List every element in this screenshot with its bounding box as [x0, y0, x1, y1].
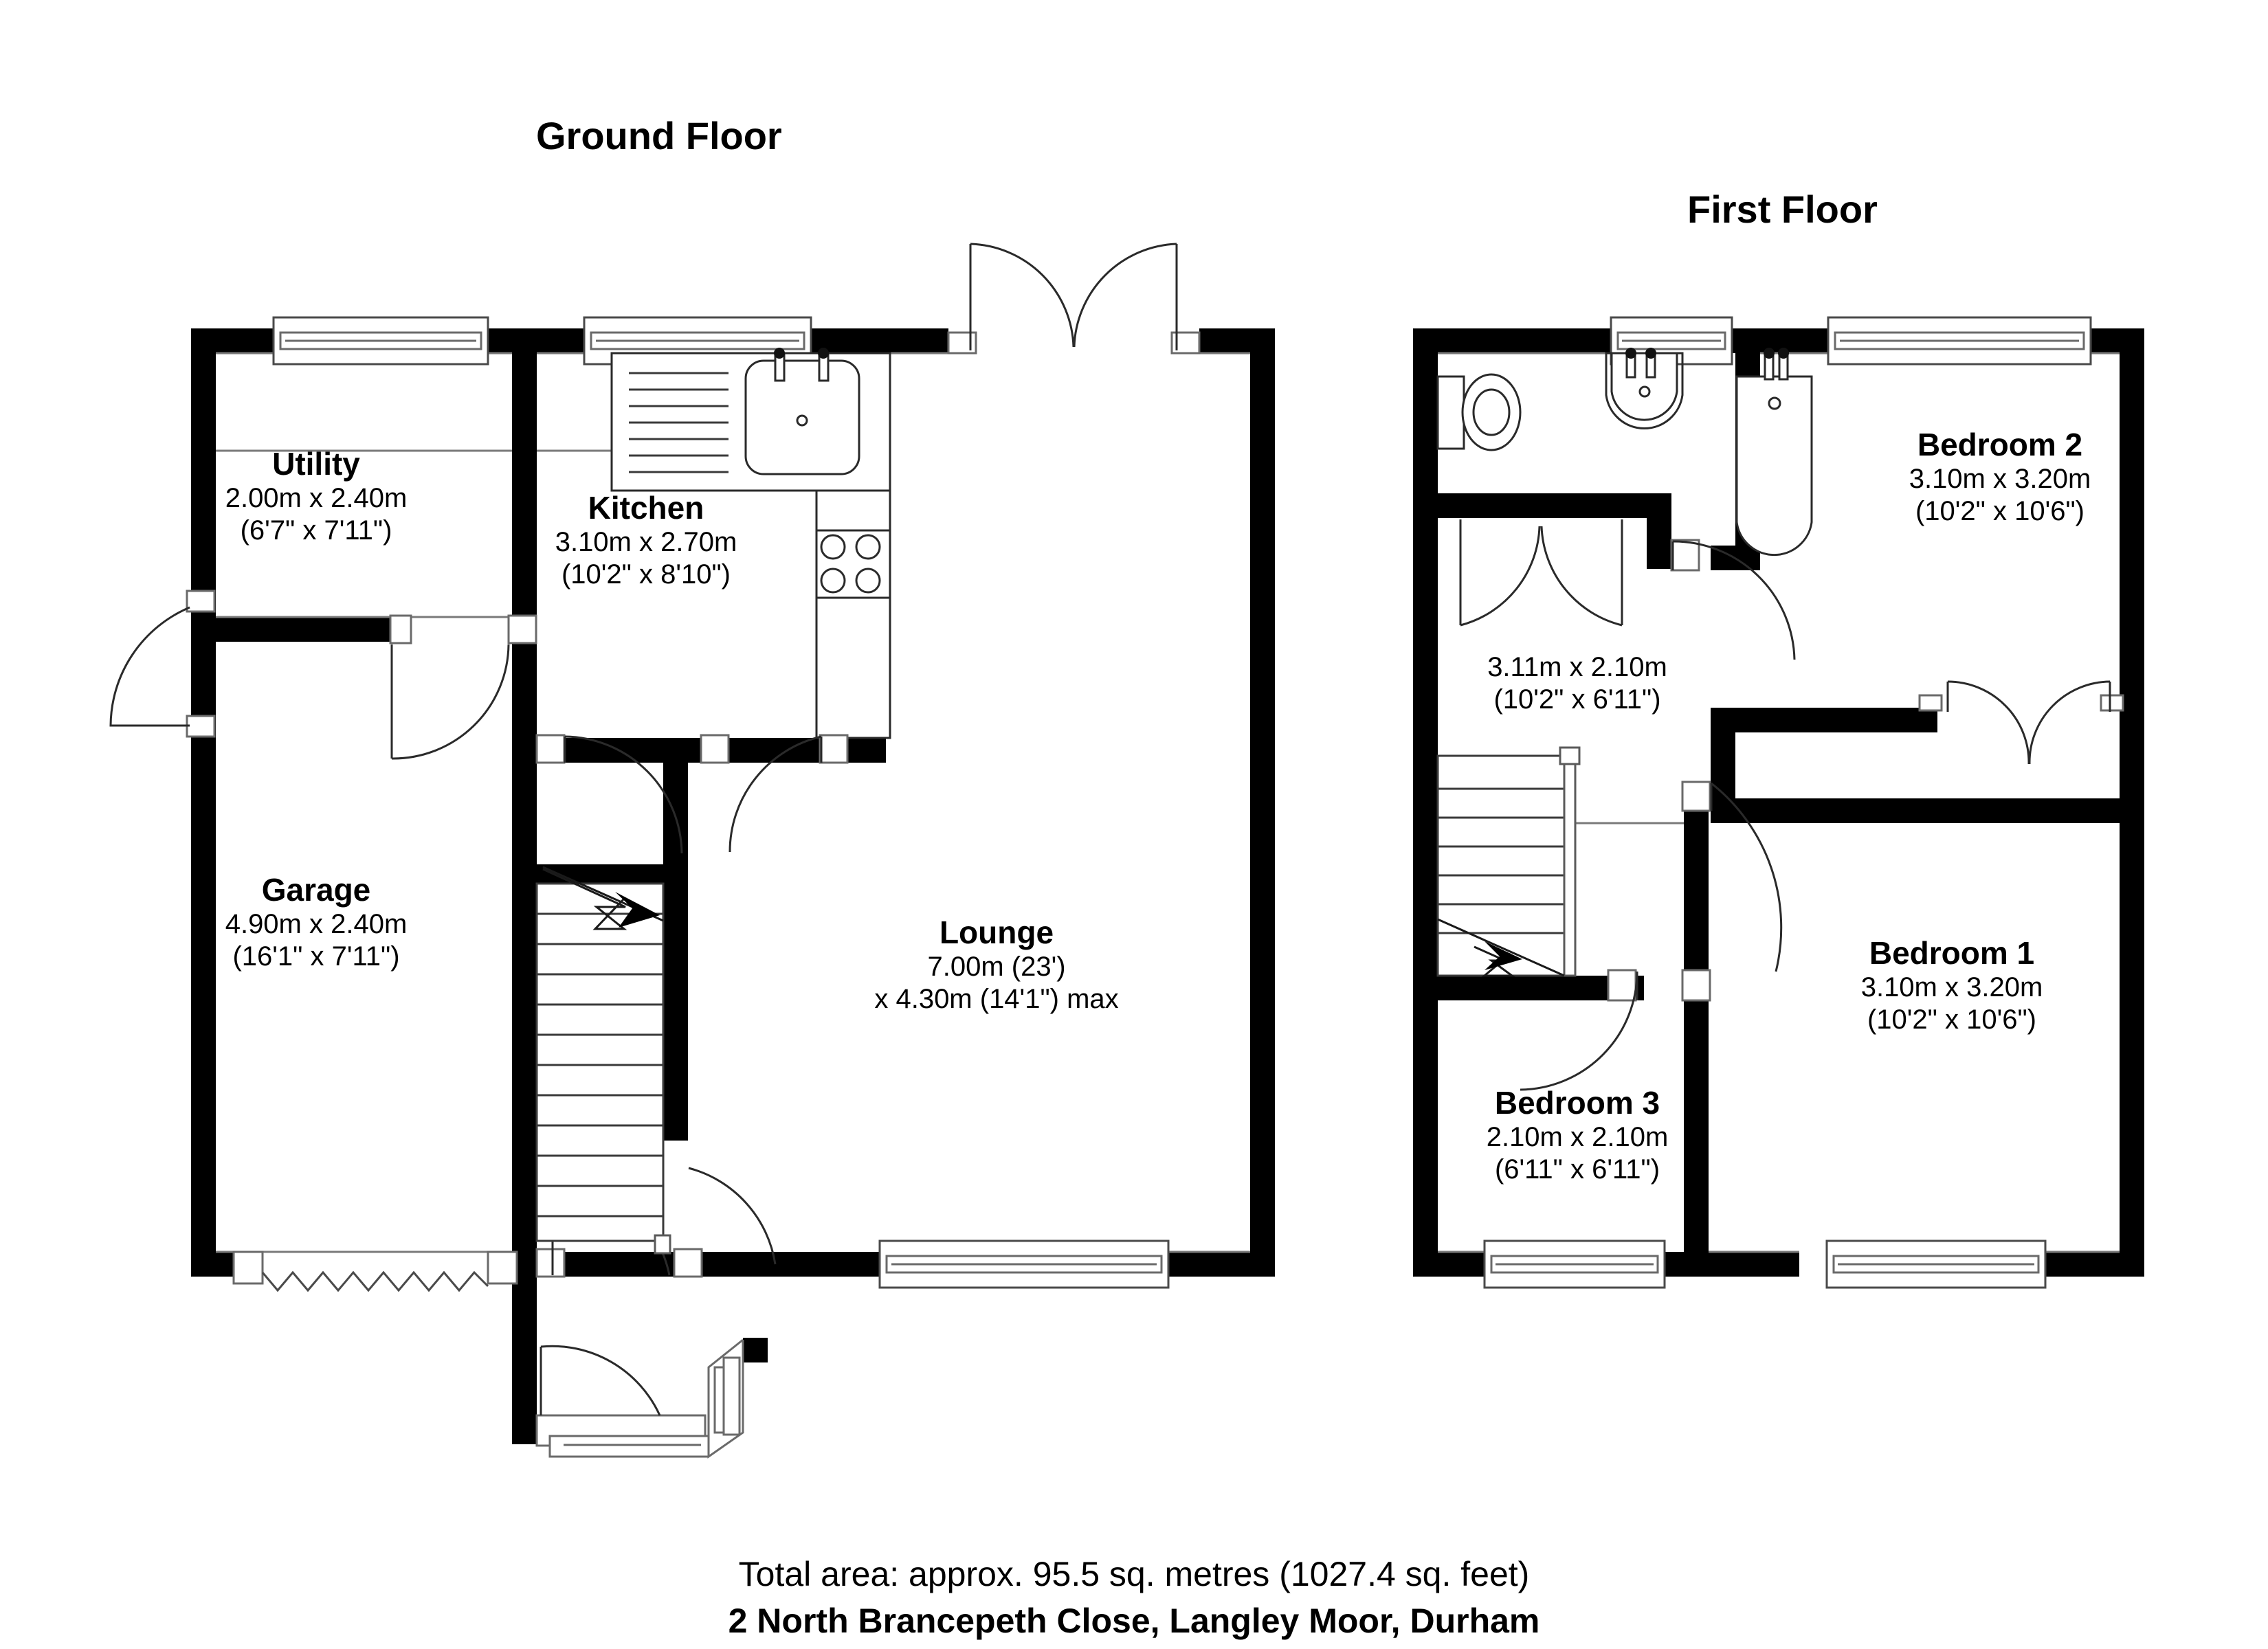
room-dim-metric-lounge: 7.00m (23') — [927, 952, 1066, 983]
property-address-text: 2 North Brancepeth Close, Langley Moor, … — [728, 1602, 1540, 1640]
ground-floor-title: Ground Floor — [536, 114, 782, 157]
room-dim-metric-kitchen: 3.10m x 2.70m — [555, 527, 737, 558]
room-name-utility: Utility — [272, 446, 360, 482]
window-bedroom1 — [1825, 1239, 2047, 1289]
door-cupboard-double — [1459, 519, 1623, 627]
wall-ff-left-outer — [1413, 328, 1438, 1277]
room-dim-metric-utility: 2.00m x 2.40m — [225, 483, 408, 514]
wall-hall-stub-vertical — [663, 763, 688, 818]
wall-cupboard-right — [1647, 493, 1671, 569]
first-floor-title: First Floor — [1687, 188, 1878, 231]
wall-wardrobe-top — [1711, 708, 1937, 732]
room-dim-imperial-landing: (10'2" x 6'11") — [1493, 684, 1661, 715]
staircase-ground-icon — [535, 866, 671, 1255]
room-dim-metric-bedroom-1: 3.10m x 3.20m — [1860, 972, 2043, 1003]
wall-bed1-bed2-divider — [1937, 798, 2144, 823]
room-dim-imperial-utility: (6'7" x 7'11") — [240, 515, 392, 546]
basin-icon — [1605, 348, 1684, 430]
room-dim-imperial-kitchen: (10'2" x 8'10") — [561, 559, 731, 590]
drainer-icon — [629, 372, 729, 473]
wall-landing-right — [1684, 783, 1709, 983]
door-kitchen-hall-left — [535, 734, 683, 854]
door-utility-external — [109, 590, 216, 738]
total-area-text: Total area: approx. 95.5 sq. metres (102… — [738, 1555, 1530, 1593]
room-label-utility: Utility 2.00m x 2.40m (6'7" x 7'11") — [172, 445, 460, 548]
wall-wardrobe-bottom — [1711, 798, 1937, 823]
porch-glazing — [548, 1338, 744, 1459]
wall-kitchen-top-right — [811, 328, 948, 353]
wall-between-windows-top — [488, 328, 584, 353]
kitchen-base-units — [815, 489, 891, 739]
door-bedroom1 — [1681, 781, 1783, 1002]
window-bedroom3 — [1483, 1239, 1666, 1289]
room-name-bedroom-2: Bedroom 2 — [1917, 427, 2083, 462]
toilet-icon — [1436, 373, 1522, 451]
room-name-kitchen: Kitchen — [588, 490, 704, 526]
window-utility — [272, 316, 489, 366]
wall-utility-kitchen-divider — [512, 353, 537, 617]
room-name-bedroom-1: Bedroom 1 — [1869, 935, 2035, 971]
door-utility-garage — [389, 614, 537, 760]
door-bathroom — [1670, 539, 1796, 660]
wall-ff-bottom-left — [1413, 1252, 1485, 1277]
room-label-landing-bathroom: 3.11m x 2.10m (10'2" x 6'11") — [1426, 651, 1728, 716]
room-label-bedroom-2: Bedroom 2 3.10m x 3.20m (10'2" x 10'6") — [1849, 426, 2151, 528]
sink-icon — [744, 348, 860, 475]
wall-porch-corner — [743, 1252, 768, 1277]
room-name-bedroom-3: Bedroom 3 — [1494, 1085, 1660, 1121]
room-label-garage: Garage 4.90m x 2.40m (16'1" x 7'11") — [172, 871, 460, 974]
wall-ff-bottom-mid — [1662, 1252, 1799, 1277]
room-dim-imperial-garage: (16'1" x 7'11") — [232, 941, 400, 972]
room-dim-imperial-lounge: x 4.30m (14'1") max — [874, 984, 1119, 1015]
door-bedroom2-wardrobe-double — [1918, 680, 2124, 765]
room-name-garage: Garage — [261, 872, 371, 908]
room-dim-metric-landing: 3.11m x 2.10m — [1487, 652, 1667, 682]
wall-hall-bottom — [537, 1252, 743, 1277]
wall-lounge-bottom-right — [1168, 1252, 1275, 1277]
wall-utility-left — [191, 328, 216, 617]
wall-bed3-bed1-divider — [1684, 976, 1709, 1277]
wall-garage-hall-divider — [512, 617, 537, 1277]
door-bedroom3 — [1520, 969, 1638, 1091]
room-label-bedroom-3: Bedroom 3 2.10m x 2.10m (6'11" x 6'11") — [1433, 1084, 1722, 1187]
room-name-lounge: Lounge — [939, 915, 1054, 950]
room-label-bedroom-1: Bedroom 1 3.10m x 3.20m (10'2" x 10'6") — [1801, 934, 2103, 1037]
wall-lounge-right-outer — [1250, 328, 1275, 1277]
wall-ff-top-left — [1413, 328, 1611, 353]
room-dim-metric-garage: 4.90m x 2.40m — [225, 909, 408, 940]
first-floor-plan — [1413, 316, 2144, 1289]
window-bedroom2 — [1827, 316, 2092, 366]
bathtub-icon — [1735, 348, 1813, 557]
door-kitchen-lounge — [700, 734, 849, 853]
room-label-lounge: Lounge 7.00m (23') x 4.30m (14'1") max — [783, 914, 1210, 1016]
wall-stair-head — [537, 864, 688, 884]
window-lounge — [878, 1239, 1170, 1289]
room-label-kitchen: Kitchen 3.10m x 2.70m (10'2" x 8'10") — [495, 489, 797, 592]
room-dim-imperial-bedroom-2: (10'2" x 10'6") — [1915, 496, 2084, 527]
hob-icon — [815, 529, 891, 599]
ground-floor-plan — [109, 243, 1275, 1459]
room-dim-metric-bedroom-2: 3.10m x 3.20m — [1909, 464, 2091, 495]
garage-up-and-over-door-icon — [232, 1250, 518, 1292]
room-dim-imperial-bedroom-3: (6'11" x 6'11") — [1494, 1154, 1660, 1185]
wall-porch-bottom-left — [512, 1420, 537, 1444]
wall-cupboard-top — [1438, 493, 1671, 518]
room-dim-metric-bedroom-3: 2.10m x 2.10m — [1486, 1122, 1669, 1153]
staircase-first-icon — [1436, 746, 1581, 977]
wall-lounge-bottom-left — [768, 1252, 880, 1277]
wall-utility-garage-divider — [203, 617, 410, 642]
door-lounge-double-top — [947, 243, 1201, 355]
wall-porch-jamb — [743, 1338, 768, 1362]
room-dim-imperial-bedroom-1: (10'2" x 10'6") — [1867, 1005, 2036, 1035]
wall-ff-bottom-right — [2041, 1252, 2144, 1277]
door-hall-lower — [673, 1167, 777, 1278]
